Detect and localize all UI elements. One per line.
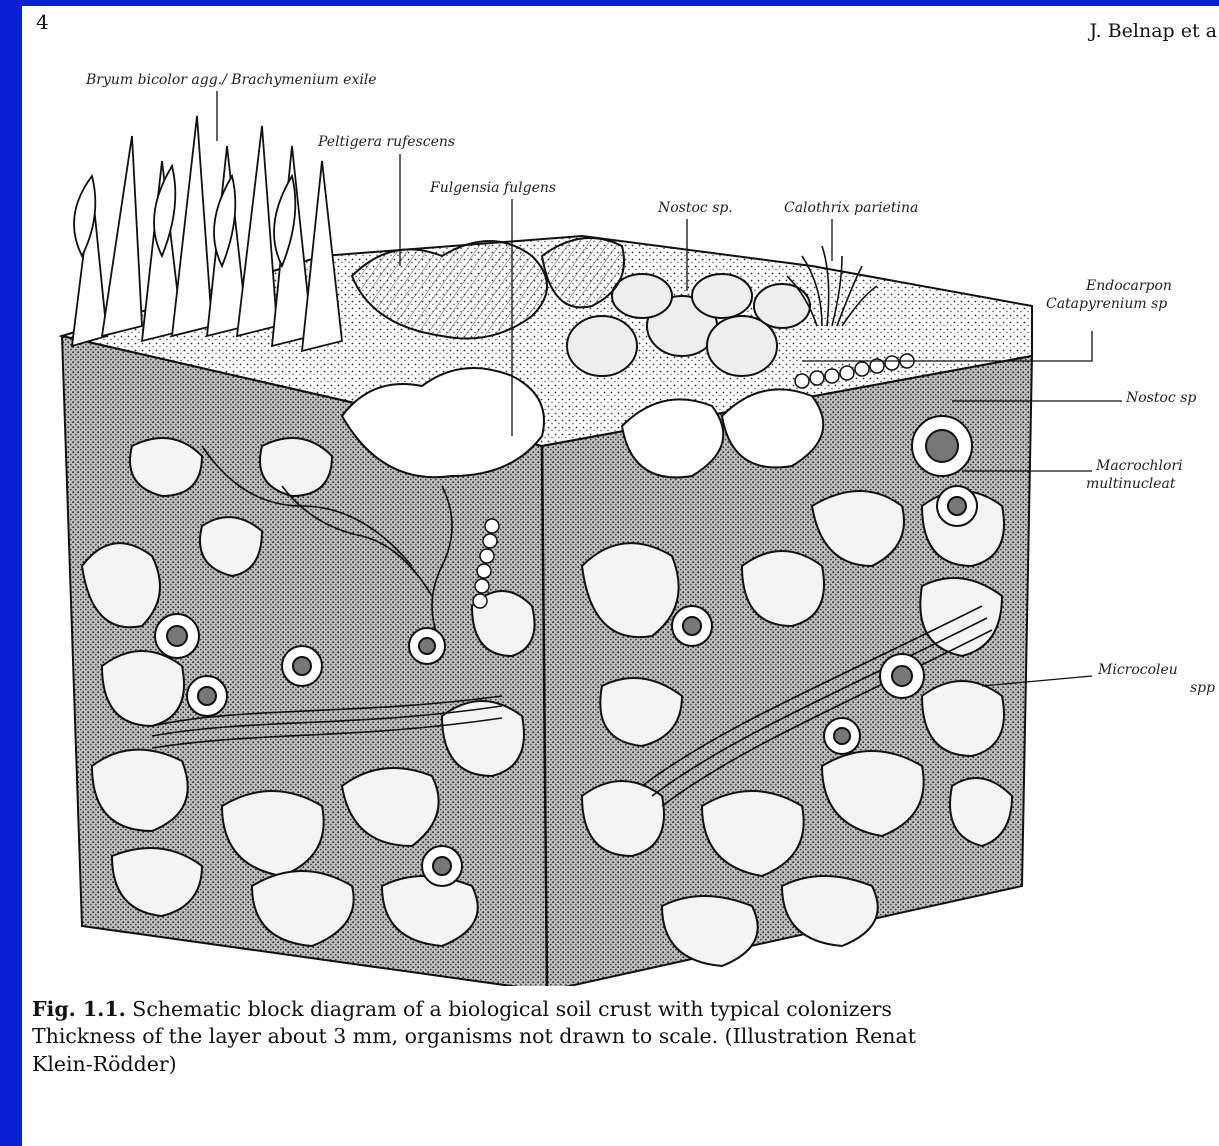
label-peltigera: Peltigera rufescens bbox=[318, 134, 455, 150]
caption-line-2: Thickness of the layer about 3 mm, organ… bbox=[32, 1023, 1219, 1050]
label-catapyrenium: Catapyrenium sp bbox=[1046, 296, 1167, 312]
caption-line-3: Klein-Rödder) bbox=[32, 1051, 1219, 1078]
label-calothrix: Calothrix parietina bbox=[784, 200, 918, 216]
block-faces bbox=[62, 236, 1032, 986]
figure-caption: Fig. 1.1. Schematic block diagram of a b… bbox=[32, 996, 1219, 1078]
moss-shoots bbox=[72, 116, 342, 351]
label-fulgensia: Fulgensia fulgens bbox=[430, 180, 556, 196]
label-endocarpon: Endocarpon bbox=[1086, 278, 1172, 294]
label-microcoleus: Microcoleu bbox=[1098, 662, 1178, 678]
figure-label: Fig. 1.1. bbox=[32, 997, 126, 1021]
label-nostoc-top: Nostoc sp. bbox=[658, 200, 733, 216]
soil-crust-block-diagram bbox=[22, 6, 1219, 986]
label-nostoc-right: Nostoc sp bbox=[1126, 390, 1196, 406]
label-multinucleata: multinucleat bbox=[1086, 476, 1175, 492]
label-bryum: Bryum bicolor agg./ Brachymenium exile bbox=[86, 72, 377, 88]
label-macrochloris: Macrochlori bbox=[1096, 458, 1183, 474]
label-microcoleus-spp: spp bbox=[1190, 680, 1215, 696]
caption-line-1: Schematic block diagram of a biological … bbox=[132, 997, 892, 1021]
book-page: 4 J. Belnap et a bbox=[22, 6, 1219, 1146]
